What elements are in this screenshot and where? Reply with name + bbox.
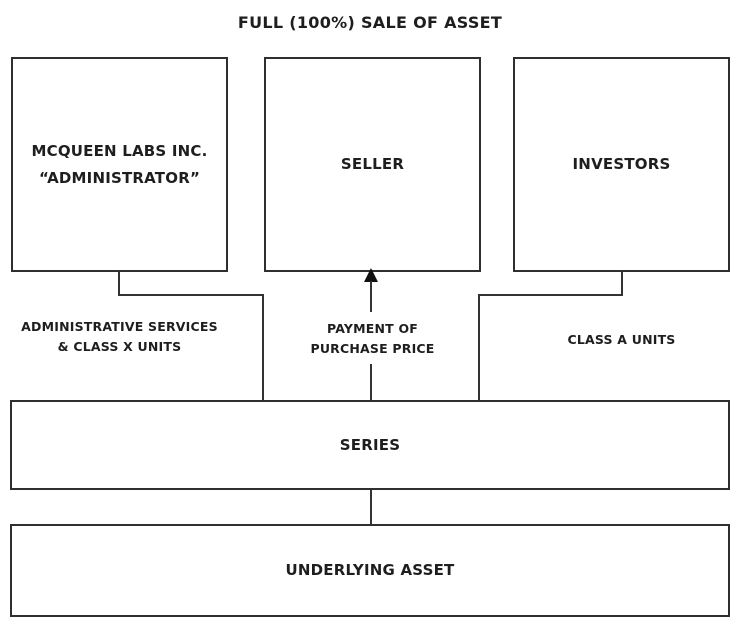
connector-admin-horizontal (118, 294, 264, 296)
node-series: SERIES (10, 400, 730, 490)
connector-admin-stub (118, 271, 120, 296)
edge-label-payment: PAYMENT OF PURCHASE PRICE (264, 319, 481, 359)
node-investors: INVESTORS (513, 57, 730, 272)
payment-line1: PAYMENT OF (326, 321, 419, 336)
seller-label: SELLER (340, 155, 405, 173)
series-label: SERIES (339, 435, 401, 454)
connector-investors-horizontal (478, 294, 623, 296)
connector-investors-vertical (478, 294, 480, 400)
administrator-name: MCQUEEN LABS INC. (31, 141, 208, 160)
administrator-role: “ADMINISTRATOR” (38, 168, 201, 187)
edge-label-class-a-units: CLASS A UNITS (567, 332, 676, 347)
diagram-title: FULL (100%) SALE OF ASSET (237, 13, 503, 32)
connector-investors-stub (621, 271, 623, 296)
admin-services-line1: ADMINISTRATIVE SERVICES (21, 319, 218, 334)
node-seller: SELLER (264, 57, 481, 272)
admin-services-line2: & CLASS X UNITS (57, 339, 182, 354)
connector-payment-upper (370, 281, 372, 312)
connector-series-underlying (370, 489, 372, 525)
administrator-label: MCQUEEN LABS INC. “ADMINISTRATOR” (31, 138, 207, 192)
underlying-asset-label: UNDERLYING ASSET (285, 561, 455, 579)
arrow-up-icon (364, 268, 378, 282)
connector-payment-lower (370, 364, 372, 400)
connector-admin-vertical (262, 294, 264, 400)
node-underlying-asset: UNDERLYING ASSET (10, 524, 730, 617)
node-administrator: MCQUEEN LABS INC. “ADMINISTRATOR” (11, 57, 228, 272)
edge-label-administrative-services: ADMINISTRATIVE SERVICES & CLASS X UNITS (11, 317, 228, 357)
payment-line2: PURCHASE PRICE (310, 341, 435, 356)
investors-label: INVESTORS (572, 155, 671, 173)
